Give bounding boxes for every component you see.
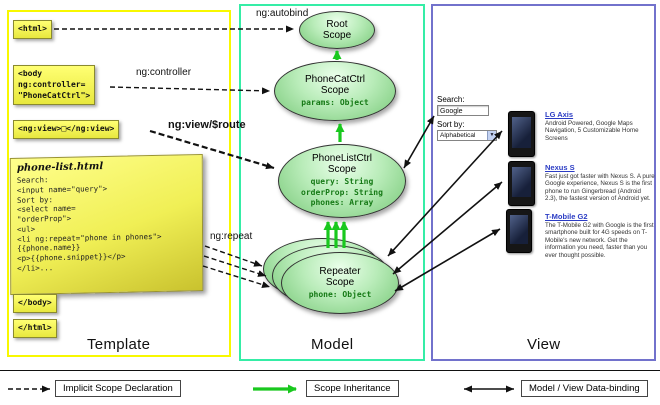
view-label: View (527, 336, 561, 353)
phone-image-nexus-s (508, 161, 535, 206)
phone-screen (510, 215, 528, 244)
phonelist-scope-props: query: String orderProp: String phones: … (301, 177, 383, 208)
sort-select-value: Alphabetical (440, 132, 476, 139)
legend-implicit-label: Implicit Scope Declaration (55, 380, 181, 397)
ng-view-route-label: ng:view/$route (168, 119, 246, 131)
legend-divider (0, 370, 660, 371)
html-close-tag: </html> (13, 319, 57, 338)
phone-image-tmobile-g2 (506, 209, 532, 253)
phonecat-scope-title: PhoneCatCtrl Scope (304, 73, 366, 96)
search-label: Search: (437, 95, 465, 104)
phone-name-link: T-Mobile G2 (545, 212, 588, 221)
phone-name-link: Nexus S (545, 163, 575, 172)
body-close-tag: </body> (13, 294, 57, 313)
ng-view-tag: <ng:view>□</ng:view> (13, 120, 120, 139)
search-input-value: Google (440, 108, 463, 115)
html-open-tag: <html> (13, 20, 52, 39)
ng-autobind-label: ng:autobind (256, 8, 309, 19)
phonelist-scope-ellipse: PhoneListCtrl Scope query: String orderP… (278, 144, 406, 218)
body-open-tag: <body ng:controller= "PhoneCatCtrl"> (13, 65, 96, 106)
root-scope-title: Root Scope (322, 19, 352, 41)
phone-description: Fast just got faster with Nexus S. A pur… (545, 173, 655, 203)
ng-repeat-label: ng:repeat (210, 231, 253, 242)
template-label: Template (87, 336, 151, 353)
sort-label: Sort by: (437, 120, 465, 129)
phonecat-scope-props: params: Object (301, 97, 369, 107)
phone-list-note: phone-list.html Search: <input name="que… (9, 153, 204, 296)
sort-select-mock: Alphabetical ▼ (437, 130, 497, 141)
model-label: Model (311, 336, 354, 353)
legend-inheritance-label: Scope Inheritance (306, 380, 399, 397)
phonecat-scope-ellipse: PhoneCatCtrl Scope params: Object (274, 61, 396, 121)
phone-description: Android Powered, Google Maps Navigation,… (545, 120, 639, 142)
search-input-mock: Google (437, 105, 489, 116)
legend-binding-label: Model / View Data-binding (521, 380, 648, 397)
ng-controller-label: ng:controller (136, 67, 192, 78)
phone-screen (512, 117, 531, 148)
repeater-scope-props: phone: Object (308, 289, 372, 299)
phonelist-scope-title: PhoneListCtrl Scope (311, 153, 373, 176)
note-title: phone-list.html (16, 161, 104, 174)
note-code: Search: <input name="query"> Sort by: <s… (16, 175, 162, 273)
root-scope-ellipse: Root Scope (299, 11, 375, 49)
phone-name-link: LG Axis (545, 110, 574, 119)
phone-description: The T-Mobile G2 with Google is the first… (545, 222, 654, 259)
phone-screen (512, 167, 531, 197)
phone-image-lg-axis (508, 111, 535, 157)
repeater-scope-ellipse: Repeater Scope phone: Object (281, 252, 399, 314)
repeater-scope-title: Repeater Scope (319, 265, 361, 288)
chevron-down-icon: ▼ (487, 131, 496, 140)
